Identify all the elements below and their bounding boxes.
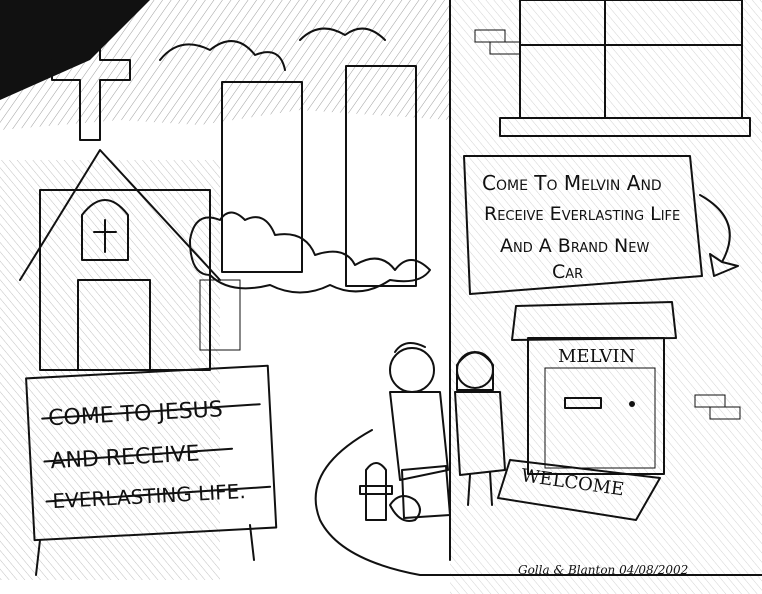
bush xyxy=(199,279,241,351)
man-body xyxy=(389,391,449,481)
fire-hydrant xyxy=(359,462,393,521)
melvin-building xyxy=(449,0,762,594)
doormat xyxy=(497,459,661,521)
bricks xyxy=(474,29,741,420)
church-window xyxy=(81,199,129,261)
woman-body xyxy=(454,391,506,476)
man-legs xyxy=(401,465,451,519)
strike-lines xyxy=(41,403,272,503)
melvin-sign-line1: Come To Melvin And xyxy=(482,171,662,195)
melvin-sign-line2: Receive Everlasting Life xyxy=(484,203,680,225)
cloud xyxy=(159,40,286,71)
melvin-sign-line4: Car xyxy=(552,261,583,283)
store-name: MELVIN xyxy=(558,346,635,367)
couple xyxy=(389,342,506,522)
sky xyxy=(0,0,450,130)
melvin-sign: Come To Melvin And Receive Everlasting L… xyxy=(463,155,739,295)
church-roof xyxy=(19,149,221,281)
melvin-sign-line3: And A Brand New xyxy=(500,235,649,257)
church-door xyxy=(77,279,151,371)
man-head xyxy=(389,347,435,393)
awning xyxy=(511,301,677,341)
woman-legs xyxy=(467,471,493,506)
cloud xyxy=(299,27,386,41)
tower-left xyxy=(221,81,303,273)
door-knob xyxy=(629,401,635,407)
dog xyxy=(389,495,421,522)
artist-signature: Golla & Blanton 04/08/2002 xyxy=(518,563,688,577)
smoke-cloud xyxy=(189,211,431,294)
arrow-icon xyxy=(699,194,739,277)
sidewalk-curb xyxy=(314,429,762,576)
store-door xyxy=(544,367,656,469)
church-cross xyxy=(51,29,131,141)
store-wall xyxy=(527,337,665,475)
mail-slot xyxy=(564,397,602,409)
twin-towers xyxy=(189,65,431,294)
